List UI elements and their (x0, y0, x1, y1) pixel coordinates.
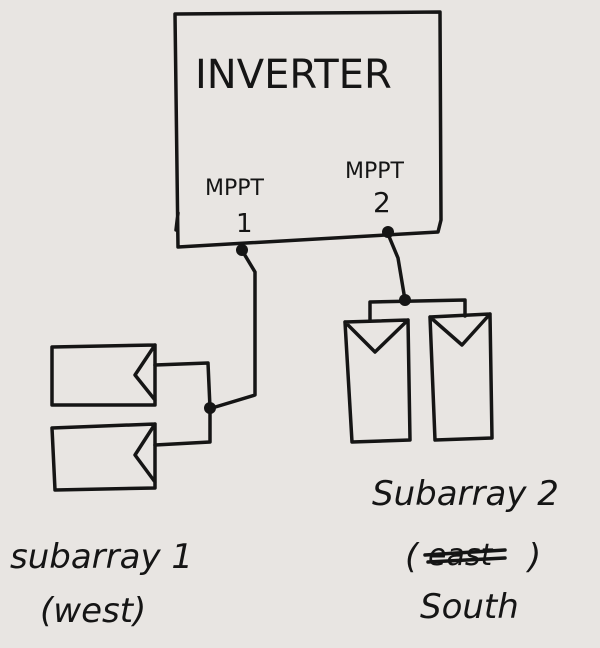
mppt2-number: 2 (373, 186, 391, 219)
subarray1-branch-wires (153, 361, 212, 447)
subarray2-panel-2 (428, 312, 494, 442)
subarray2-junction (399, 294, 411, 306)
mppt2-label: MPPT (345, 159, 405, 184)
mppt1-label: MPPT (205, 176, 265, 201)
paren-close: ) (525, 537, 541, 577)
inverter-box (173, 10, 443, 249)
strike-through (423, 548, 507, 564)
subarray1-panel-1 (50, 343, 157, 407)
inverter-label: INVERTER (195, 52, 392, 98)
mppt1-number: 1 (236, 209, 253, 239)
mppt1-wire (210, 250, 257, 410)
mppt2-terminal (382, 226, 394, 238)
subarray2-label: Subarray 2 (372, 474, 559, 514)
subarray1-label: subarray 1 (10, 537, 193, 577)
subarray2-orientation: South (420, 587, 519, 627)
mppt2-wire (368, 232, 467, 322)
paren-open: ( (405, 537, 420, 577)
subarray1-orientation: (west) (40, 591, 146, 631)
subarray2-panel-1 (343, 318, 412, 444)
subarray1-panel-2 (50, 422, 157, 492)
